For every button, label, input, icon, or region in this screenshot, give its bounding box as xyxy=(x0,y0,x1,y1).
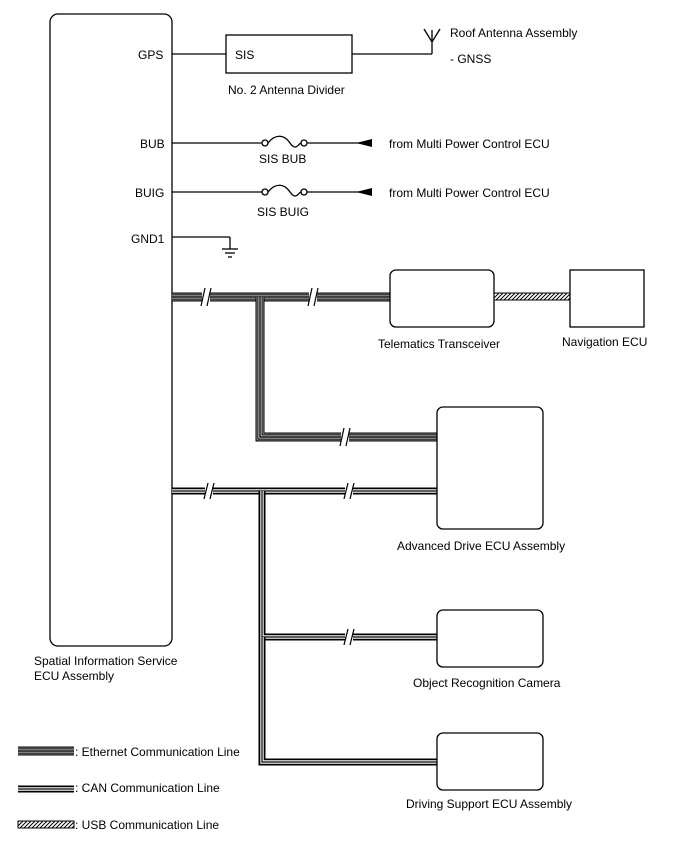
line-break-mark xyxy=(200,287,212,307)
fuse-buig-label: SIS BUIG xyxy=(257,205,309,219)
line-break-mark xyxy=(203,482,215,500)
ecu-name-line1: Spatial Information Service xyxy=(34,654,178,668)
pin-gps-label: GPS xyxy=(138,48,163,62)
pin-gnd1-label: GND1 xyxy=(131,232,165,246)
line-break-mark xyxy=(307,287,319,307)
telematics-box xyxy=(389,269,495,328)
legend-can-label: : CAN Communication Line xyxy=(75,781,220,795)
sis-ecu-box xyxy=(49,13,173,647)
antenna-divider-name: No. 2 Antenna Divider xyxy=(228,83,345,97)
object-camera-box xyxy=(436,609,544,668)
antenna-icon xyxy=(423,28,441,44)
antenna-divider-box-label: SIS xyxy=(235,48,254,62)
pin-buig-label: BUIG xyxy=(135,186,164,200)
power-source-bub: from Multi Power Control ECU xyxy=(389,137,550,151)
fuse-icon xyxy=(261,184,308,197)
ethernet-line-advanced-drive xyxy=(255,297,437,442)
object-camera-label: Object Recognition Camera xyxy=(413,676,561,690)
legend-usb-label: : USB Communication Line xyxy=(75,818,219,832)
fuse-icon xyxy=(261,135,308,148)
navigation-label: Navigation ECU xyxy=(562,335,647,349)
roof-antenna-sub: - GNSS xyxy=(450,52,491,66)
line-break-mark xyxy=(339,427,351,447)
telematics-label: Telematics Transceiver xyxy=(378,337,500,351)
ecu-name-line2: ECU Assembly xyxy=(34,669,114,683)
legend-usb-swatch xyxy=(17,820,75,829)
driving-support-box xyxy=(436,732,544,791)
usb-line xyxy=(493,292,571,301)
can-line-driving-support xyxy=(258,637,437,766)
navigation-box xyxy=(569,269,645,328)
power-source-buig: from Multi Power Control ECU xyxy=(389,186,550,200)
pin-bub-label: BUB xyxy=(140,137,165,151)
advanced-drive-label: Advanced Drive ECU Assembly xyxy=(397,539,565,553)
advanced-drive-box xyxy=(436,406,544,530)
roof-antenna-name: Roof Antenna Assembly xyxy=(450,26,577,40)
line-break-mark xyxy=(343,482,355,500)
driving-support-label: Driving Support ECU Assembly xyxy=(406,797,572,811)
can-line-object-camera xyxy=(258,491,437,641)
ground-icon xyxy=(222,248,238,258)
line-break-mark xyxy=(343,628,355,646)
arrow-icon xyxy=(356,188,372,196)
arrow-icon xyxy=(356,139,372,147)
legend-ethernet-label: : Ethernet Communication Line xyxy=(75,745,240,759)
fuse-bub-label: SIS BUB xyxy=(259,152,306,166)
